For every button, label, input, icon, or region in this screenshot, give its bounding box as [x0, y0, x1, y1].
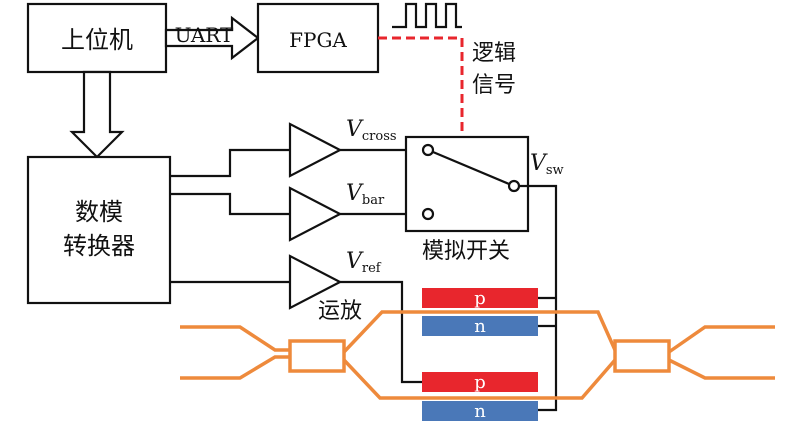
p-region-top — [422, 288, 538, 308]
amp-bar — [288, 186, 343, 242]
analog-switch-label: 模拟开关 — [422, 239, 510, 264]
n-label-top: n — [474, 316, 486, 337]
switch-blade — [432, 150, 510, 186]
wire-vref — [340, 280, 422, 384]
uart-label: UART — [175, 23, 234, 47]
n-label-bottom: n — [474, 401, 486, 422]
logic-signal-line — [378, 36, 464, 150]
p-label-top: p — [474, 288, 486, 309]
switch-terminal-cross — [421, 143, 435, 157]
combiner-right — [613, 339, 671, 373]
host-to-dac-arrow — [69, 70, 125, 159]
logic-signal-label-1: 逻辑 — [472, 41, 516, 66]
fpga-block: FPGA — [256, 2, 380, 74]
n-region-bottom — [422, 401, 538, 421]
uart-arrow: UART — [164, 15, 260, 61]
logic-signal-label-2: 信号 — [472, 73, 516, 98]
host-pc-block: 上位机 — [26, 2, 168, 74]
op-amp-label: 运放 — [318, 299, 362, 324]
v-sw-label: Vsw — [530, 151, 564, 178]
dac-label-2: 转换器 — [63, 232, 135, 260]
splitter-left — [288, 339, 346, 373]
wire-dac-to-amp-bar — [170, 192, 290, 216]
analog-switch-block: 模拟开关 — [404, 135, 530, 264]
pn-region-top: p n — [422, 288, 538, 337]
v-bar-label: Vbar — [346, 181, 385, 208]
dac-label-1: 数模 — [75, 198, 123, 226]
amp-cross — [288, 122, 343, 178]
p-region-bottom — [422, 372, 538, 392]
p-label-bottom: p — [474, 372, 486, 393]
v-cross-label: Vcross — [346, 117, 397, 144]
mzi-waveguide — [180, 310, 775, 400]
n-region-top — [422, 316, 538, 336]
amp-ref — [288, 254, 343, 310]
v-ref-label: Vref — [346, 249, 382, 276]
logic-waveform — [392, 2, 462, 29]
wire-dac-to-amp-cross — [170, 148, 290, 178]
pn-region-bottom: p n — [422, 372, 538, 422]
switch-terminal-common — [507, 179, 521, 193]
switch-terminal-bar — [421, 207, 435, 221]
host-pc-label: 上位机 — [61, 26, 133, 54]
dac-block: 数模 转换器 — [26, 155, 172, 305]
fpga-label: FPGA — [289, 28, 347, 52]
